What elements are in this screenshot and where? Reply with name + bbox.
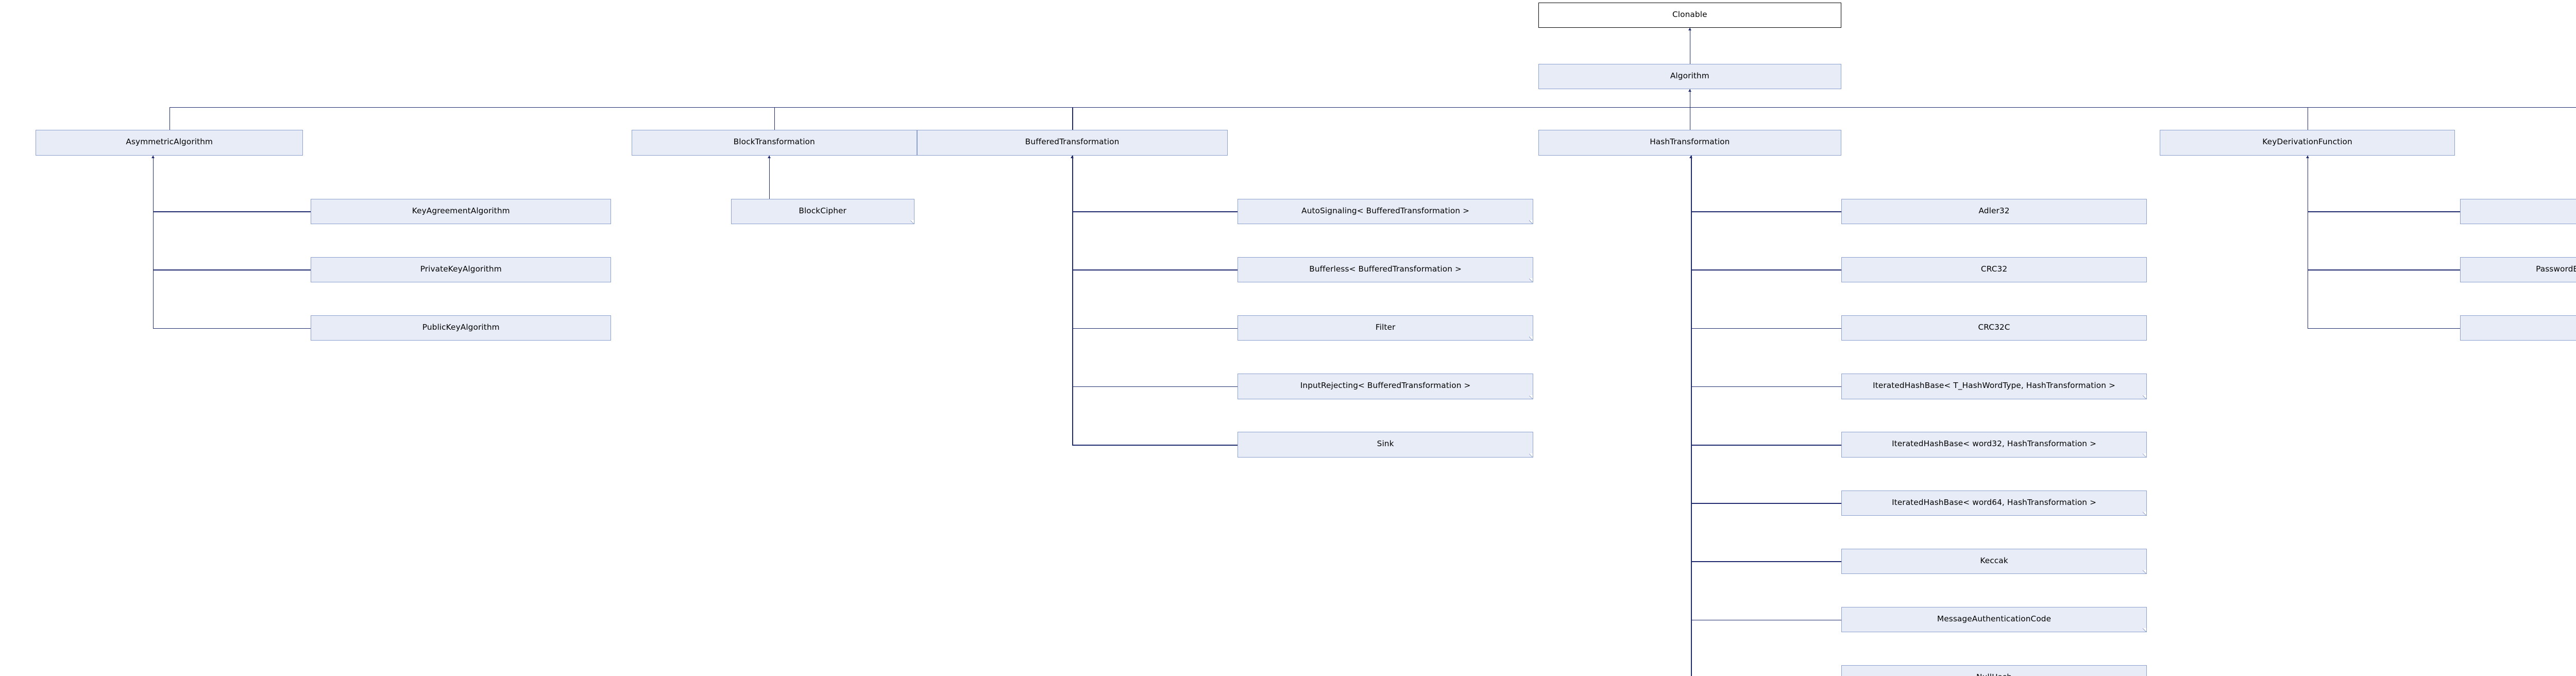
node-hash-transformation-child-7[interactable]: MessageAuthenticationCode xyxy=(1841,606,2147,633)
node-block-transformation-child-0[interactable]: BlockCipher xyxy=(731,198,914,224)
connector-hash-transformation-branch-6 xyxy=(1691,561,1841,562)
connector-clonable-algorithm xyxy=(1689,28,1691,64)
connector-hash-transformation-branch-2 xyxy=(1691,328,1841,329)
connector-key-derivation-function-branch-2 xyxy=(2307,328,2461,329)
node-buffered-transformation[interactable]: BufferedTransformation xyxy=(917,130,1228,156)
node-asymmetric-algorithm-child-2[interactable]: PublicKeyAlgorithm xyxy=(311,315,612,341)
node-asymmetric-algorithm-child-0[interactable]: KeyAgreementAlgorithm xyxy=(311,198,612,224)
connector-asymmetric-algorithm-branch-1 xyxy=(152,269,311,271)
connector-bus-asymmetric-algorithm xyxy=(169,107,171,130)
node-hash-transformation-child-5[interactable]: IteratedHashBase< word64, HashTransforma… xyxy=(1841,490,2147,516)
node-key-derivation-function-child-0[interactable]: HKDF< T > xyxy=(2460,198,2576,224)
node-buffered-transformation-child-0[interactable]: AutoSignaling< BufferedTransformation > xyxy=(1238,198,1533,224)
connector-bus-block-transformation xyxy=(774,107,775,130)
connector-buffered-transformation-branch-2 xyxy=(1072,328,1238,329)
connector-buffered-transformation-branch-3 xyxy=(1072,386,1238,387)
node-key-derivation-function[interactable]: KeyDerivationFunction xyxy=(2159,130,2455,156)
connector-buffered-transformation-spine xyxy=(1072,155,1073,445)
node-hash-transformation-child-6[interactable]: Keccak xyxy=(1841,548,2147,574)
connector-algorithm-bus-horizontal xyxy=(169,107,2576,108)
node-block-transformation[interactable]: BlockTransformation xyxy=(631,130,917,156)
connector-block-transformation-spine xyxy=(769,155,770,212)
node-buffered-transformation-child-1[interactable]: Bufferless< BufferedTransformation > xyxy=(1238,257,1533,283)
node-asymmetric-algorithm[interactable]: AsymmetricAlgorithm xyxy=(36,130,303,156)
node-buffered-transformation-child-2[interactable]: Filter xyxy=(1238,315,1533,341)
connector-asymmetric-algorithm-branch-2 xyxy=(152,328,311,329)
node-hash-transformation-child-3[interactable]: IteratedHashBase< T_HashWordType, HashTr… xyxy=(1841,374,2147,399)
node-hash-transformation-child-4[interactable]: IteratedHashBase< word32, HashTransforma… xyxy=(1841,432,2147,458)
connector-asymmetric-algorithm-spine xyxy=(152,155,154,328)
node-buffered-transformation-child-4[interactable]: Sink xyxy=(1238,432,1533,458)
node-key-derivation-function-child-2[interactable]: Scrypt xyxy=(2460,315,2576,341)
connector-key-derivation-function-spine xyxy=(2307,155,2309,328)
arrow-to-algorithm-icon xyxy=(1688,89,1691,92)
node-algorithm[interactable]: Algorithm xyxy=(1538,63,1841,89)
node-hash-transformation[interactable]: HashTransformation xyxy=(1538,130,1841,156)
node-hash-transformation-child-8[interactable]: NullHash xyxy=(1841,665,2147,676)
connector-hash-transformation-branch-5 xyxy=(1691,503,1841,504)
connector-asymmetric-algorithm-branch-0 xyxy=(152,211,311,212)
connector-buffered-transformation-branch-0 xyxy=(1072,211,1238,212)
connector-bus-key-derivation-function xyxy=(2307,107,2309,130)
node-clonable[interactable]: Clonable xyxy=(1538,2,1841,28)
connector-buffered-transformation-branch-4 xyxy=(1072,445,1238,446)
connector-bus-buffered-transformation xyxy=(1072,107,1073,130)
connector-hash-transformation-branch-4 xyxy=(1691,445,1841,446)
connector-key-derivation-function-branch-0 xyxy=(2307,211,2461,212)
connector-hash-transformation-branch-0 xyxy=(1691,211,1841,212)
node-hash-transformation-child-0[interactable]: Adler32 xyxy=(1841,198,2147,224)
connector-hash-transformation-spine xyxy=(1691,155,1692,676)
node-hash-transformation-child-1[interactable]: CRC32 xyxy=(1841,257,2147,283)
connector-algorithm-bus xyxy=(1689,89,1691,107)
connector-key-derivation-function-branch-1 xyxy=(2307,269,2461,271)
node-asymmetric-algorithm-child-1[interactable]: PrivateKeyAlgorithm xyxy=(311,257,612,283)
node-key-derivation-function-child-1[interactable]: PasswordBasedKeyDerivationFunction xyxy=(2460,257,2576,283)
node-hash-transformation-child-2[interactable]: CRC32C xyxy=(1841,315,2147,341)
connector-hash-transformation-branch-1 xyxy=(1691,269,1841,271)
connector-bus-hash-transformation xyxy=(1689,107,1691,130)
connector-buffered-transformation-branch-1 xyxy=(1072,269,1238,271)
arrow-to-clonable-icon xyxy=(1688,28,1691,31)
node-buffered-transformation-child-3[interactable]: InputRejecting< BufferedTransformation > xyxy=(1238,374,1533,399)
connector-hash-transformation-branch-7 xyxy=(1691,619,1841,621)
connector-hash-transformation-branch-3 xyxy=(1691,386,1841,387)
